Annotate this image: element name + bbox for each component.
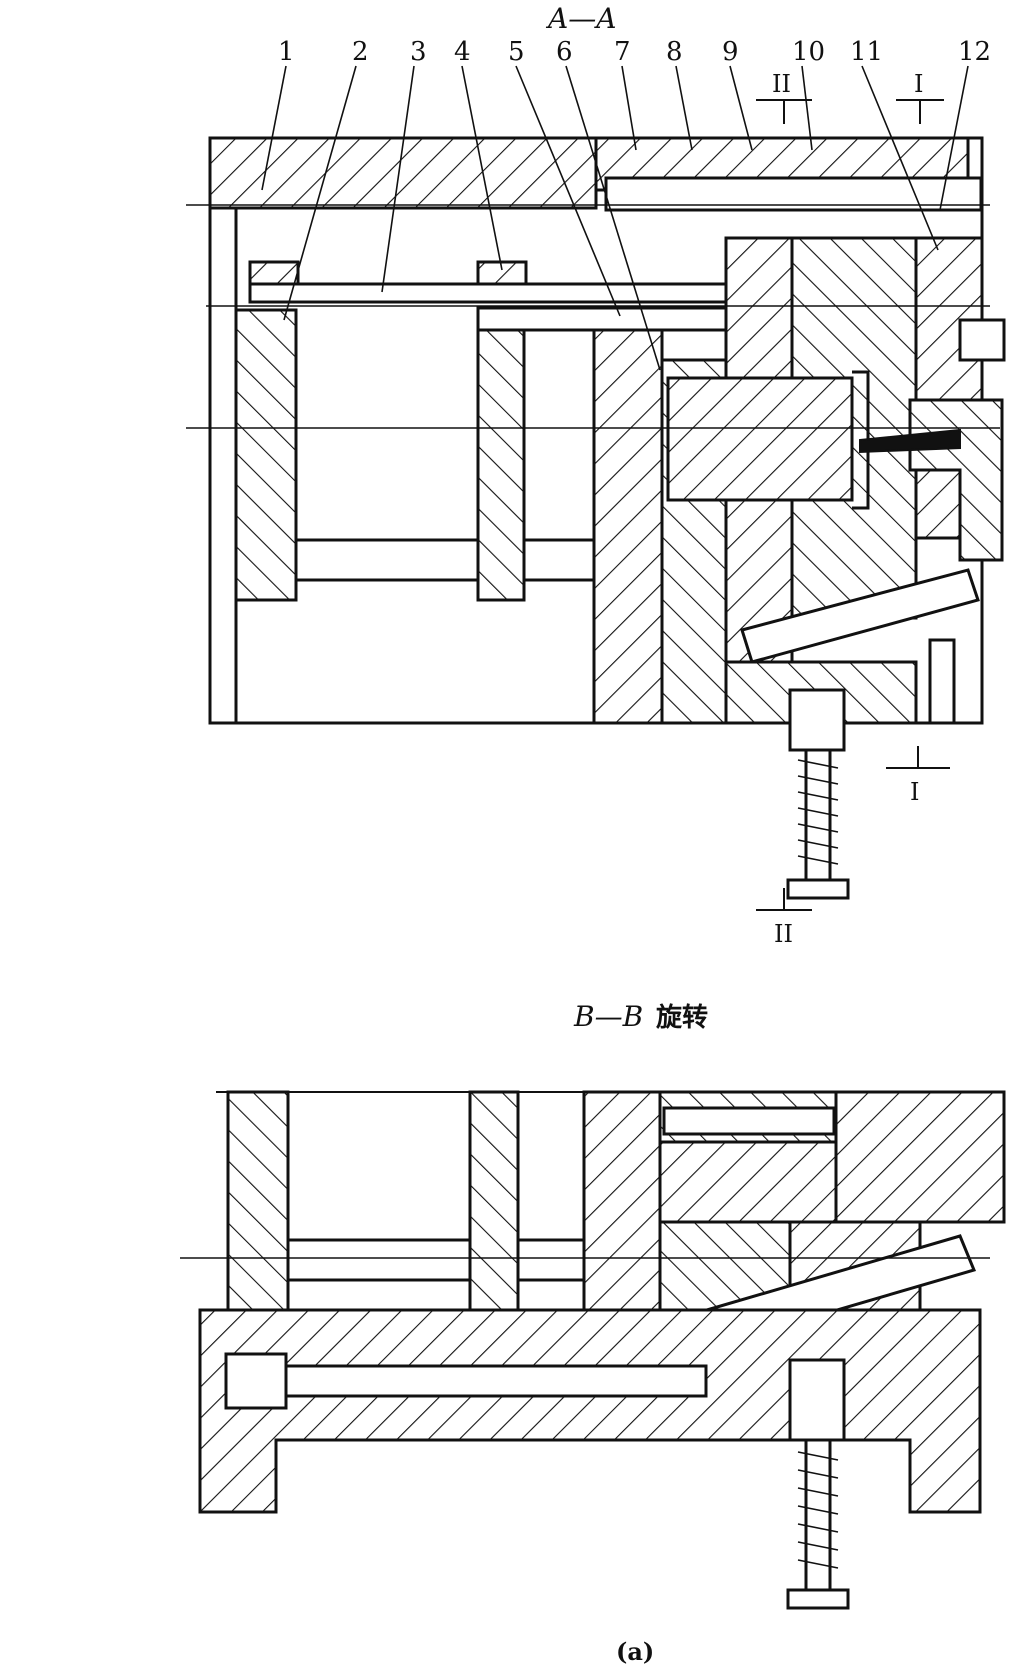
part-label-3: 3 (410, 37, 427, 67)
section-bb-title-suffix: 旋转 (656, 1003, 708, 1033)
part-label-9: 9 (722, 37, 739, 67)
figure-caption: (a) (616, 1637, 654, 1666)
section-mark-ii-top: II (772, 70, 791, 98)
part-labels: 1 2 3 4 5 6 7 8 9 10 11 12 (278, 37, 991, 67)
part-label-7: 7 (614, 37, 631, 67)
leader-lines (261, 65, 969, 371)
section-aa (186, 136, 1006, 900)
section-aa-title: A—A (545, 2, 616, 35)
part-label-6: 6 (556, 37, 573, 67)
part-label-12: 12 (958, 37, 991, 67)
section-bb (180, 1090, 1006, 1610)
section-mark-i-bottom: I (910, 778, 919, 806)
part-label-8: 8 (666, 37, 683, 67)
part-label-1: 1 (278, 37, 295, 67)
section-marks: II I I II (756, 70, 950, 948)
part-label-5: 5 (508, 37, 525, 67)
section-mark-i-top: I (914, 70, 923, 98)
section-mark-ii-bottom: II (774, 920, 793, 948)
part-label-11: 11 (850, 37, 883, 67)
part-label-10: 10 (792, 37, 825, 67)
section-bb-title-letters: B—B (573, 1000, 643, 1033)
part-label-4: 4 (454, 37, 471, 67)
part-label-2: 2 (352, 37, 369, 67)
